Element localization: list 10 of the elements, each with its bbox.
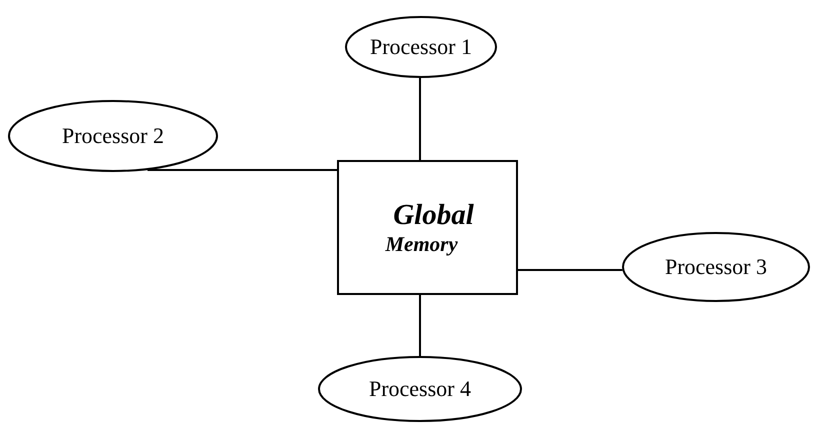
connector-line [419, 78, 421, 160]
node-label: Processor 4 [368, 376, 472, 402]
node-label: Processor 1 [370, 34, 472, 60]
node-label: Processor 3 [664, 254, 768, 280]
node-label: Processor 2 [62, 123, 164, 149]
connector-line [518, 269, 622, 271]
node-label: Memory [385, 232, 458, 256]
connector-line [419, 295, 421, 356]
node-label: Global [393, 198, 474, 232]
connector-line [148, 169, 337, 171]
